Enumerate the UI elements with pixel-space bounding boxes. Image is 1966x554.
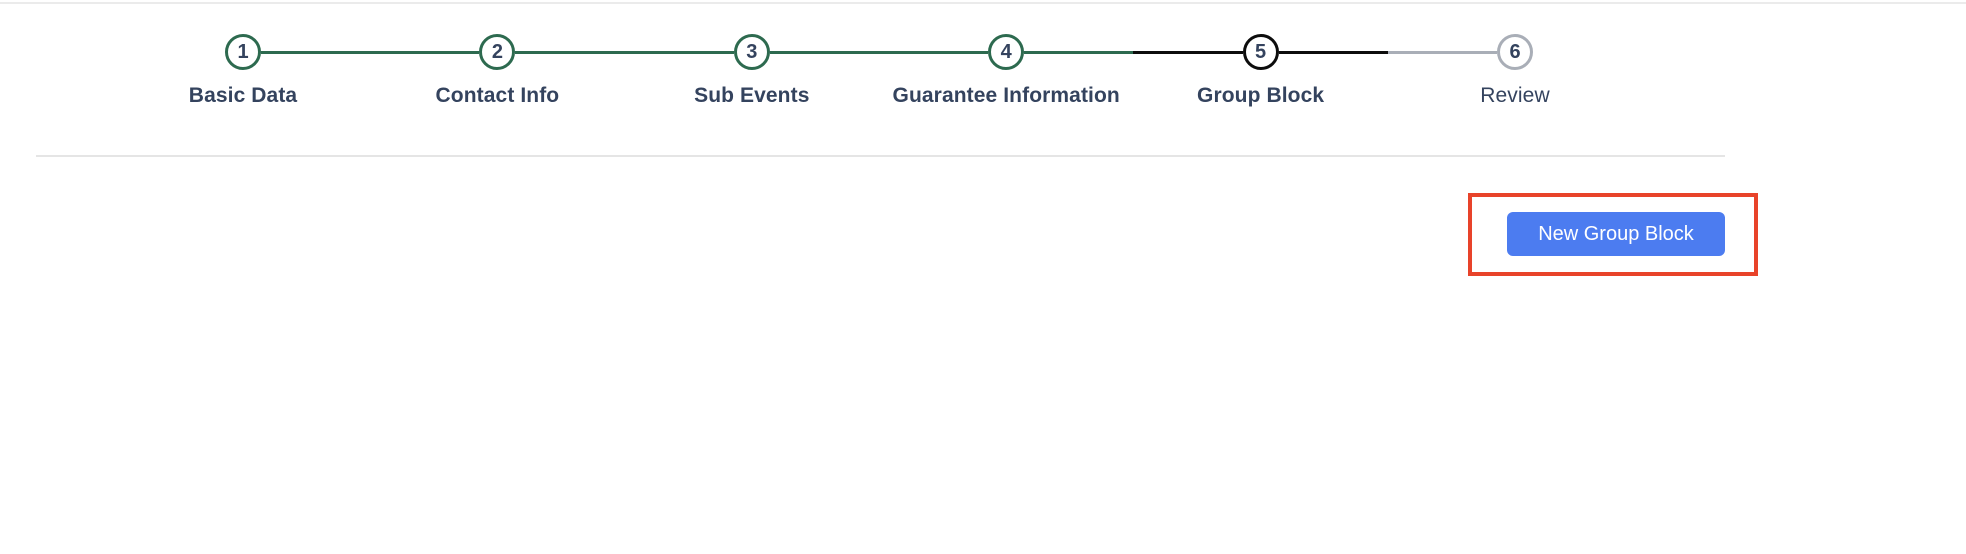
step-circle-sub-events[interactable]: 3: [733, 34, 770, 70]
step-label-contact-info[interactable]: Contact Info: [435, 84, 560, 107]
connector-segment: [624, 50, 734, 54]
step-circle-review[interactable]: 6: [1497, 34, 1533, 70]
step-label-group-block[interactable]: Group Block: [1197, 84, 1325, 107]
connector-segment: [515, 50, 625, 54]
step-label-guarantee-information[interactable]: Guarantee Information: [892, 84, 1120, 107]
connector-segment: [769, 50, 879, 54]
connector-segment: [1278, 50, 1388, 54]
connector-segment: [1387, 50, 1497, 54]
connector-segment: [1133, 50, 1243, 54]
step-circle-group-block[interactable]: 5: [1242, 34, 1279, 70]
step-circle-contact-info[interactable]: 2: [479, 34, 516, 70]
connector-segment: [1024, 50, 1134, 54]
connector-segment: [261, 50, 371, 54]
step-label-review[interactable]: Review: [1480, 84, 1550, 107]
connector-segment: [879, 50, 989, 54]
section-divider: [36, 155, 1725, 157]
step-label-sub-events[interactable]: Sub Events: [694, 84, 810, 107]
step-circle-basic-data[interactable]: 1: [225, 34, 261, 70]
annotation-highlight-box: [1468, 193, 1758, 276]
step-circle-guarantee-information[interactable]: 4: [988, 34, 1025, 70]
top-border-line: [0, 2, 1966, 4]
connector-segment: [370, 50, 480, 54]
new-group-block-button[interactable]: New Group Block: [1507, 212, 1725, 256]
step-label-basic-data[interactable]: Basic Data: [188, 84, 298, 107]
